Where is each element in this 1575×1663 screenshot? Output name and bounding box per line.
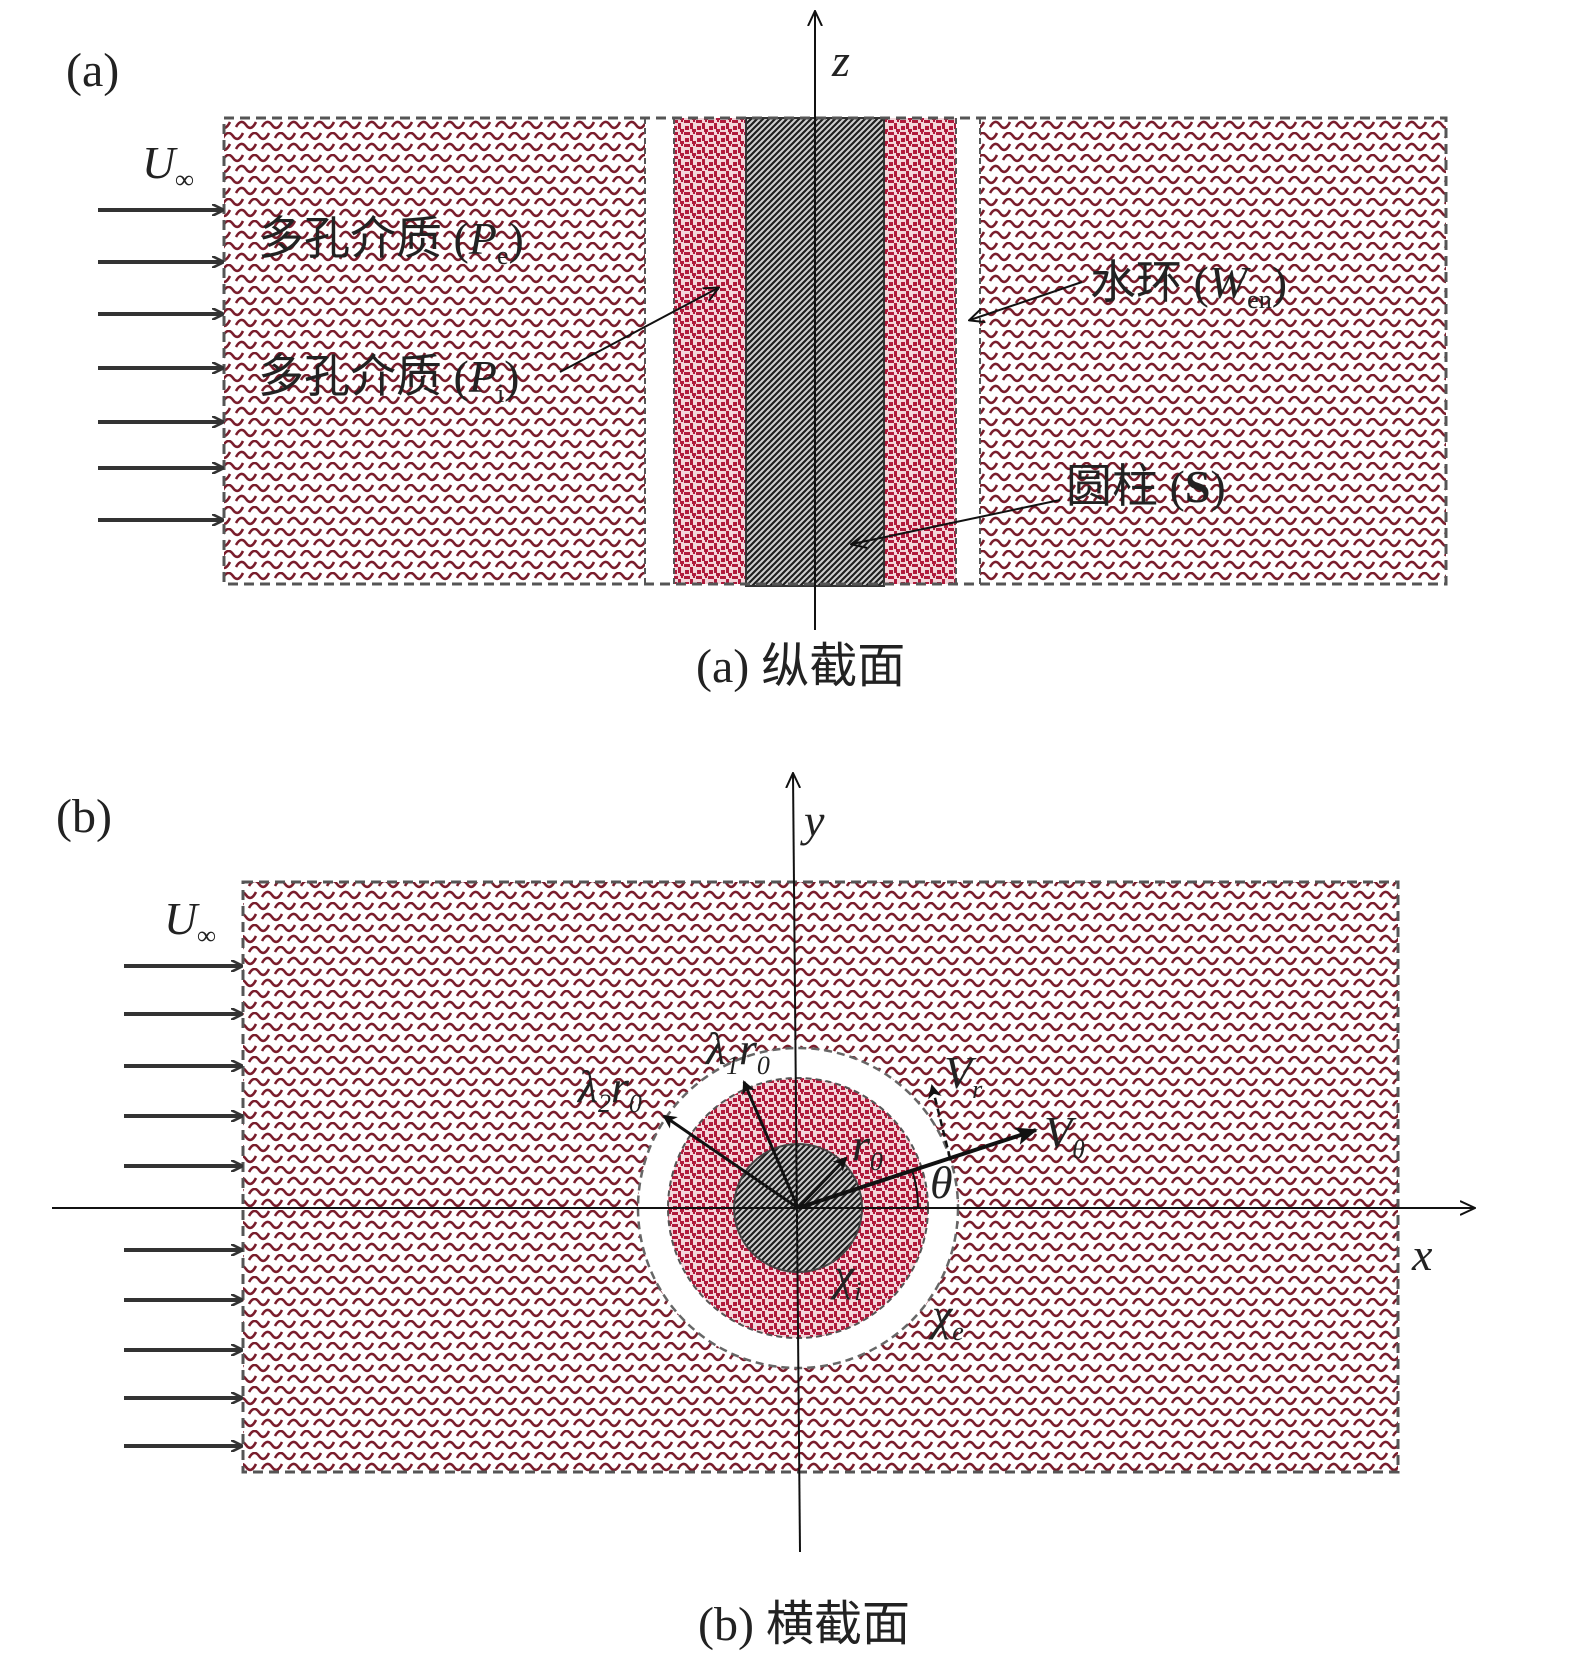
water-ring-pointer (970, 281, 1083, 320)
y-axis-label: y (800, 795, 825, 846)
panel-b-tag: (b) (56, 790, 112, 843)
outer-porous-label: 多孔介质 (Pe) (258, 213, 524, 270)
inflow-arrows-a (98, 210, 222, 520)
r0-label: r0 (852, 1119, 883, 1176)
y-axis (793, 774, 800, 1553)
v-r-label: Vr (944, 1047, 983, 1104)
theta-label: θ (930, 1157, 953, 1208)
v-r-arrow (928, 1084, 952, 1159)
water-ring-label: 水环 (Wen) (1090, 257, 1287, 314)
v-theta-label: Vθ (1044, 1107, 1085, 1164)
inner-porous-pointer (559, 288, 718, 373)
domain-border-a (222, 116, 1448, 586)
x-axis-label: x (1411, 1229, 1433, 1280)
inflow-arrows-b (124, 966, 241, 1446)
lambda2-r0-label: λ2r0 (576, 1061, 642, 1118)
domain-border-b (241, 880, 1400, 1474)
panel-a-tag: (a) (66, 44, 119, 97)
caption-b: (b) 横截面 (698, 1598, 910, 1651)
theta-arc (911, 1169, 920, 1209)
velocity-label-a: U∞ (142, 137, 194, 194)
chi-i-label: χi (830, 1249, 861, 1306)
panel-b: (b) x y U∞ (52, 774, 1474, 1651)
lambda1-r0-arrow (742, 1080, 800, 1209)
lambda1-r0-label: λ1r0 (704, 1023, 770, 1080)
chi-e-label: χe (928, 1289, 964, 1346)
lambda2-r0-arrow (662, 1114, 799, 1210)
z-axis-label: z (831, 35, 850, 86)
r0-arrow (796, 1156, 848, 1210)
v-theta-arrow (797, 1127, 1038, 1210)
velocity-label-b: U∞ (164, 893, 216, 950)
cylinder-label: 圆柱 (S) (1066, 461, 1226, 512)
inner-porous-label: 多孔介质 (Pi) (258, 351, 520, 408)
panel-a: (a) z U∞ 多孔介质 (Pe) 多孔介质 (Pi) (66, 12, 1448, 693)
cylinder-pointer (852, 499, 1061, 544)
caption-a: (a) 纵截面 (696, 640, 905, 693)
